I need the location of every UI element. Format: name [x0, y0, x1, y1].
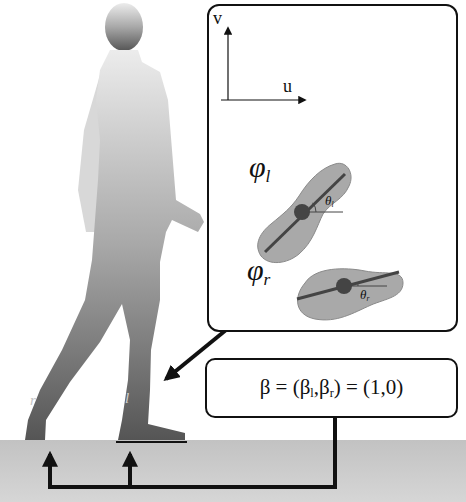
- contact-bracket: [50, 418, 335, 487]
- v-axis: [227, 28, 228, 100]
- inset-box: v u φl θl φr θr: [207, 4, 458, 332]
- angle-arc: [357, 282, 359, 286]
- contact-arrow: [128, 454, 132, 487]
- foot-center: [336, 278, 352, 294]
- foot-center: [294, 204, 310, 220]
- left-foot-blob: φl θl: [247, 150, 355, 266]
- right-foot-blob: φr θr: [245, 253, 405, 327]
- person-head: [105, 3, 143, 51]
- foot-label: r: [30, 392, 36, 409]
- node-label: β = (βl,βr) = (1,0): [260, 375, 404, 400]
- foot-contact: [116, 441, 187, 443]
- node-label: φl: [249, 150, 270, 186]
- foot-axis: [297, 272, 399, 299]
- foot-outline: [258, 163, 351, 262]
- ground: [0, 440, 466, 502]
- node-sublabel: θl: [325, 194, 333, 210]
- node-label: φr: [247, 253, 270, 289]
- contact-state-box: β = (βl,βr) = (1,0): [205, 358, 458, 418]
- u-axis: [221, 99, 305, 100]
- foot-shape: [245, 253, 405, 327]
- node-sublabel: u: [283, 76, 292, 97]
- walking-person: [25, 50, 204, 440]
- foot-label: l: [125, 390, 129, 407]
- foot-outline: [298, 269, 403, 320]
- angle-arc: [313, 203, 316, 212]
- node-sublabel: θr: [360, 288, 369, 304]
- node-label: v: [213, 8, 222, 29]
- foot-axis: [265, 174, 345, 252]
